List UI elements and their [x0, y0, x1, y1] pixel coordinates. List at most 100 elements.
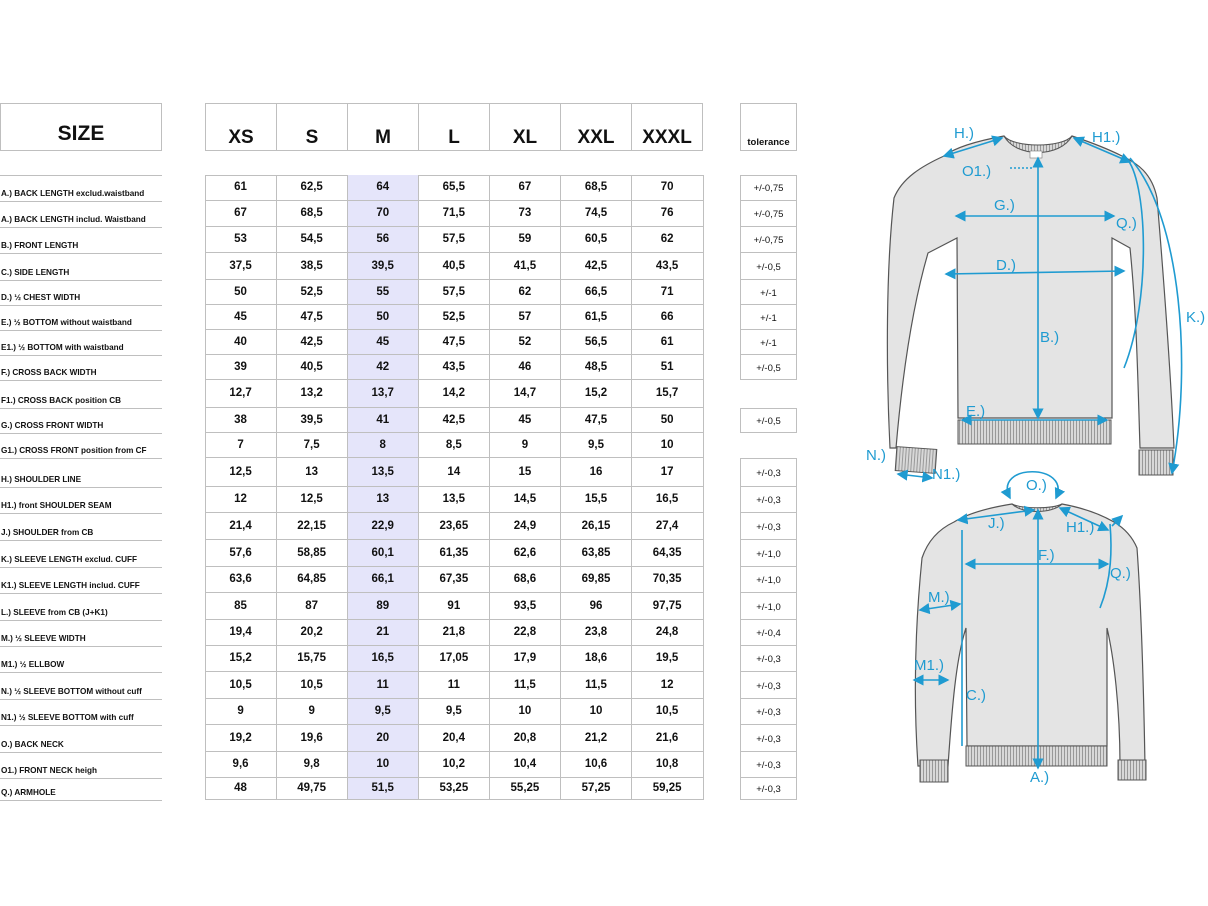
- tolerance-cell: +/-0,3: [740, 487, 797, 513]
- value-cell: 62,5: [300, 181, 323, 193]
- value-cell: 68,5: [300, 207, 323, 219]
- value-cell: 12,7: [229, 387, 252, 399]
- value-cell: 21,6: [655, 732, 679, 744]
- value-cell: 70: [376, 207, 390, 219]
- value-cell: 38: [234, 414, 247, 426]
- value-cell: 21: [376, 626, 390, 638]
- label-q-back: Q.): [1110, 565, 1131, 582]
- tolerance-cell: +/-0,75: [740, 175, 797, 201]
- value-cell: 57: [518, 311, 532, 323]
- value-cell: 15,2: [584, 387, 608, 399]
- value-cell: 85: [234, 600, 247, 612]
- tolerance-cell: +/-1: [740, 280, 797, 305]
- row-label: H.) SHOULDER LINE: [1, 475, 82, 484]
- size-col-s: S: [276, 103, 348, 151]
- value-cell: 11: [376, 679, 389, 691]
- value-cell: 55,25: [510, 782, 540, 794]
- value-cell: 59: [518, 233, 532, 245]
- tolerance-cell: +/-0,3: [740, 513, 797, 540]
- sweatshirt-diagram: H.) H1.) O1.) G.) Q.) D.) K.) B.) E.) N.…: [866, 125, 1205, 786]
- value-cell: 39,5: [300, 414, 323, 426]
- value-cell: 53,25: [439, 782, 469, 794]
- value-cell: 12,5: [300, 493, 323, 505]
- value-cell: 53: [234, 233, 247, 245]
- value-cell: 27,4: [655, 520, 679, 532]
- label-c: C.): [966, 687, 986, 704]
- value-cell: 57,5: [442, 233, 466, 245]
- value-cell: 14,5: [513, 493, 537, 505]
- value-cell: 55: [376, 286, 390, 298]
- value-cell: 42,5: [584, 260, 608, 272]
- label-row-rule: [0, 408, 162, 409]
- value-cell: 91: [447, 600, 461, 612]
- value-cell: 60,5: [584, 233, 608, 245]
- value-cell: 61: [660, 336, 674, 348]
- size-header: SIZE: [0, 103, 162, 151]
- label-k: K.): [1186, 309, 1205, 326]
- value-cell: 39: [234, 361, 247, 373]
- label-n1: N1.): [932, 466, 960, 483]
- value-cell: 62: [660, 233, 674, 245]
- value-cell: 52: [518, 336, 532, 348]
- row-label: A.) BACK LENGTH includ. Waistband: [1, 215, 146, 224]
- value-cell: 42,5: [300, 336, 323, 348]
- value-cell: 43,5: [442, 361, 466, 373]
- tolerance-cell: +/-0,75: [740, 227, 797, 253]
- value-cell: 64,85: [297, 573, 327, 585]
- label-d: D.): [996, 257, 1016, 274]
- tolerance-cell: +/-0,3: [740, 646, 797, 672]
- label-a: A.): [1030, 769, 1049, 786]
- value-cell: 8: [379, 439, 386, 451]
- value-cell: 73: [518, 207, 532, 219]
- size-col-xs: XS: [205, 103, 277, 151]
- value-cell: 12,5: [229, 466, 252, 478]
- value-cell: 9,5: [445, 705, 462, 717]
- value-cell: 59,25: [652, 782, 682, 794]
- tolerance-cell: +/-1: [740, 305, 797, 330]
- table-column-rule: [347, 175, 348, 800]
- value-cell: 20,2: [300, 626, 323, 638]
- row-label: L.) SLEEVE from CB (J+K1): [1, 608, 108, 617]
- value-cell: 89: [376, 600, 390, 612]
- value-cell: 9,8: [303, 758, 320, 770]
- tolerance-cell: +/-1: [740, 330, 797, 355]
- label-row-rule: [0, 593, 162, 594]
- tolerance-group-rule: [740, 408, 797, 409]
- value-cell: 37,5: [229, 260, 252, 272]
- label-row-rule: [0, 800, 162, 801]
- value-cell: 70,35: [652, 573, 682, 585]
- row-label: G1.) CROSS FRONT position from CF: [1, 446, 147, 455]
- value-cell: 19,5: [655, 652, 679, 664]
- value-cell: 19,2: [229, 732, 252, 744]
- value-cell: 15: [518, 466, 532, 478]
- value-cell: 14: [447, 466, 461, 478]
- value-cell: 67: [234, 207, 247, 219]
- row-label: B.) FRONT LENGTH: [1, 241, 79, 250]
- table-column-rule: [205, 175, 206, 800]
- value-cell: 66,1: [371, 573, 394, 585]
- value-cell: 43,5: [655, 260, 679, 272]
- value-cell: 69,85: [581, 573, 611, 585]
- label-row-rule: [0, 458, 162, 459]
- label-row-rule: [0, 487, 162, 488]
- value-cell: 42,5: [442, 414, 466, 426]
- value-cell: 13,5: [442, 493, 466, 505]
- value-cell: 57,6: [229, 547, 252, 559]
- value-cell: 20: [376, 732, 390, 744]
- value-cell: 63,85: [581, 547, 611, 559]
- value-cell: 13,2: [300, 387, 323, 399]
- label-row-rule: [0, 201, 162, 202]
- value-cell: 93,5: [513, 600, 537, 612]
- value-cell: 15,75: [297, 652, 327, 664]
